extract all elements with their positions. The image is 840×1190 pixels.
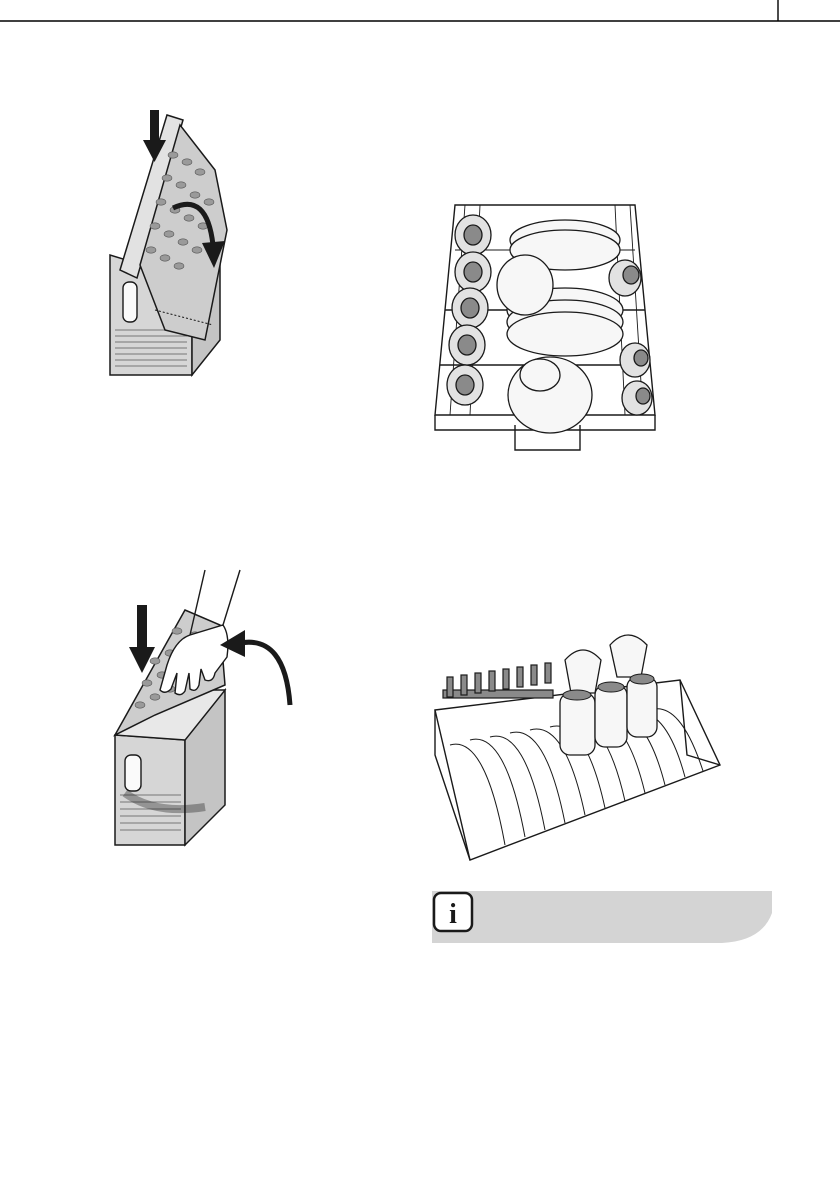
figure-cutlery-basket-open-lid (95, 565, 305, 855)
header-rule (0, 0, 840, 30)
info-icon: i (432, 891, 474, 933)
figure-lower-basket-loaded (415, 190, 675, 465)
info-glyph: i (449, 899, 457, 930)
info-note: i (432, 891, 772, 943)
figure-cutlery-basket-close-lid (95, 100, 255, 390)
figure-upper-basket-loaded (425, 615, 725, 865)
curved-arrow-icon (220, 630, 290, 705)
